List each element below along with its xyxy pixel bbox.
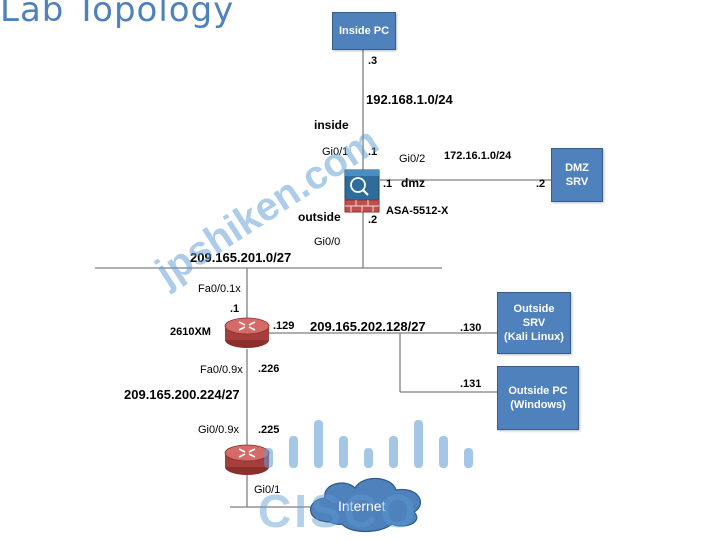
network-outside: 209.165.201.0/27 — [190, 250, 292, 265]
intf-asa-outside: Gi0/0 — [314, 236, 341, 248]
intf-r2-link: Gi0/0.9x — [198, 424, 239, 436]
page-title: Lab Topology — [0, 0, 235, 30]
outside-srv-label-line1: Outside — [513, 303, 555, 315]
intf-r1-outside: Fa0/0.1x — [198, 283, 241, 295]
intf-r1-link: Fa0/0.9x — [200, 364, 243, 376]
host-r1-srv: .129 — [273, 320, 295, 332]
network-dmz: 172.16.1.0/24 — [444, 150, 512, 162]
host-asa-dmz: .1 — [383, 178, 393, 190]
router1-model-label: 2610XM — [170, 326, 211, 338]
host-r1-outside: .1 — [230, 303, 240, 315]
outside-pc-label-line2: (Windows) — [510, 399, 566, 411]
cisco-logo-icon — [264, 420, 473, 468]
inside-pc-node: Inside PC — [332, 12, 396, 50]
zone-inside: inside — [314, 118, 349, 132]
network-inside: 192.168.1.0/24 — [366, 92, 453, 107]
outside-pc-node: Outside PC (Windows) — [497, 366, 579, 430]
host-r1-link: .226 — [258, 363, 280, 375]
intf-asa-inside: Gi0/1 — [322, 146, 349, 158]
network-srv: 209.165.202.128/27 — [310, 319, 426, 334]
router-icon — [224, 444, 270, 475]
host-r2-link: .225 — [258, 424, 280, 436]
host-outside-srv: .130 — [460, 322, 482, 334]
dmz-srv-label-line2: SRV — [565, 176, 589, 188]
internet-label: Internet — [338, 498, 386, 514]
outside-srv-node: Outside SRV (Kali Linux) — [497, 292, 571, 354]
host-asa-outside: .2 — [368, 214, 378, 226]
host-dmz-srv: .2 — [536, 178, 546, 190]
firewall-icon — [344, 169, 380, 213]
zone-dmz: dmz — [401, 176, 425, 190]
host-asa-inside: .1 — [368, 146, 378, 158]
outside-srv-label-line3: (Kali Linux) — [504, 331, 564, 343]
zone-outside: outside — [298, 210, 341, 224]
outside-srv-label-line2: SRV — [522, 317, 546, 329]
host-inside-pc: .3 — [368, 55, 378, 67]
inside-pc-label: Inside PC — [338, 25, 390, 37]
host-outside-pc: .131 — [460, 378, 482, 390]
outside-pc-label-line1: Outside PC — [508, 385, 568, 397]
intf-r2-internet: Gi0/1 — [254, 484, 281, 496]
asa-model-label: ASA-5512-X — [386, 205, 449, 217]
dmz-srv-label-line1: DMZ — [565, 162, 589, 174]
intf-asa-dmz: Gi0/2 — [399, 153, 426, 165]
network-link: 209.165.200.224/27 — [124, 387, 240, 402]
router-icon — [224, 317, 270, 348]
cloud-icon — [310, 477, 421, 533]
dmz-srv-node: DMZ SRV — [551, 148, 603, 202]
